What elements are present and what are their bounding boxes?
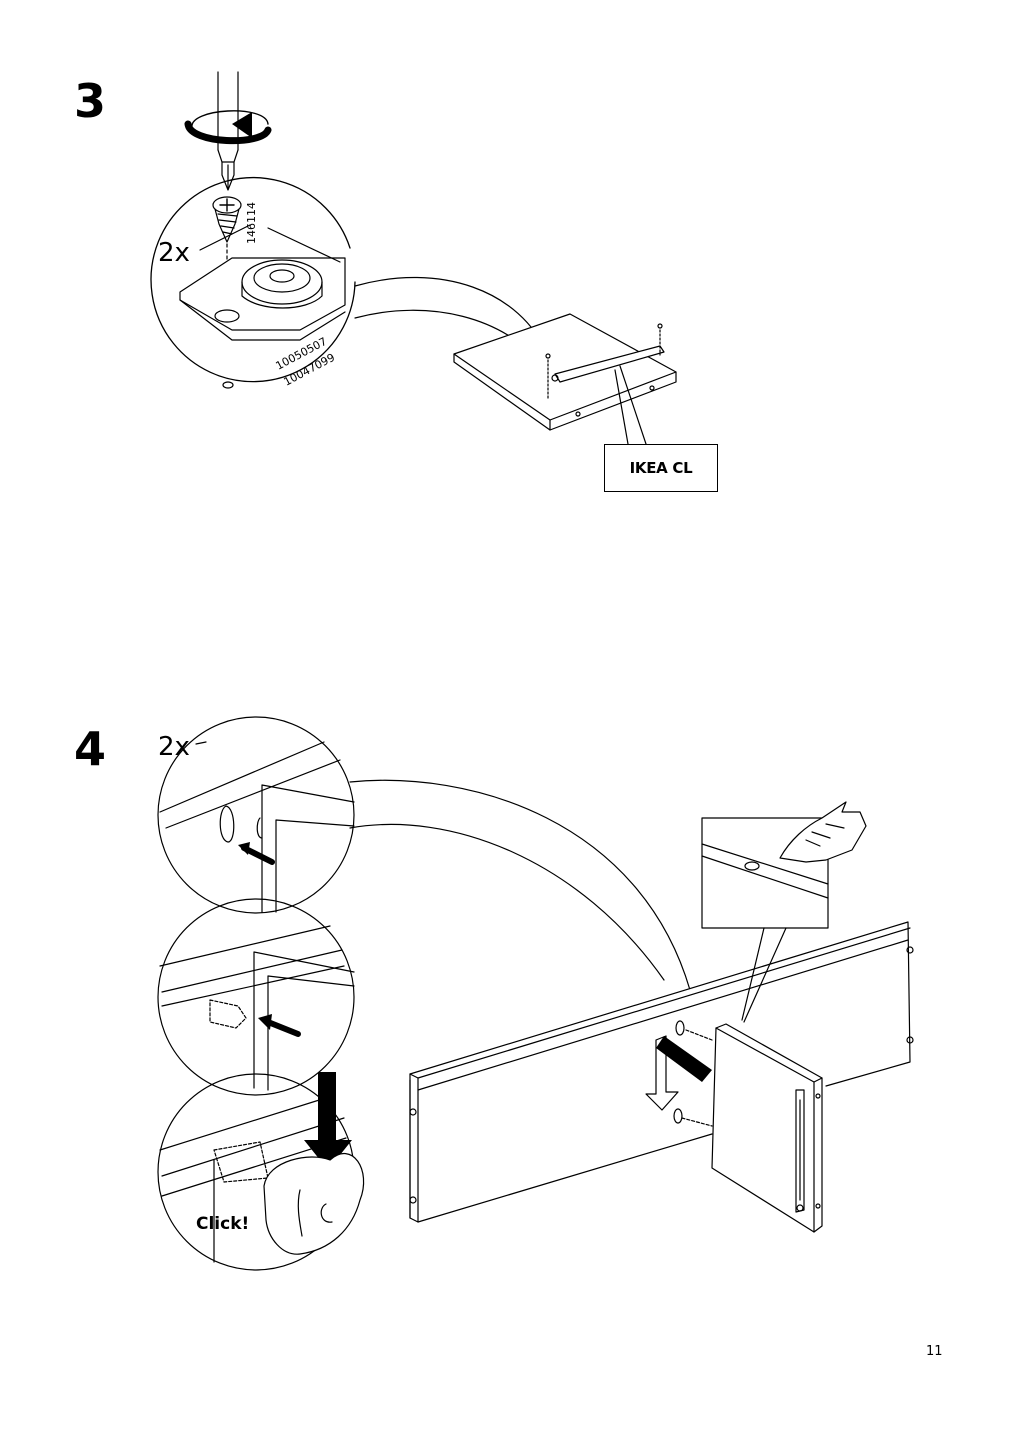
detail-circle-glide [150, 177, 356, 389]
page-number: 11 [926, 1344, 943, 1359]
callout-curve [349, 779, 691, 991]
rotate-arrow-icon [184, 110, 272, 145]
product-label: IKEA CL [604, 444, 718, 492]
pressing-hand-icon [779, 801, 867, 863]
step-4-number: 4 [74, 722, 107, 776]
step-4-quantity: 2x [158, 732, 190, 762]
detail-circle-click [157, 1072, 365, 1271]
screw-icon [212, 196, 242, 243]
down-arrow-icon [645, 1035, 712, 1111]
screw-part-number: 146114 [245, 202, 258, 244]
callout-curve [349, 823, 665, 981]
step-3-number: 3 [74, 74, 107, 128]
side-panel [711, 1023, 823, 1233]
step-3-quantity: 2x [158, 238, 190, 268]
detail-circle-slide [157, 898, 355, 1096]
label-pointer [614, 365, 647, 445]
detail-circle-hook [157, 716, 355, 914]
back-panel [409, 921, 914, 1223]
screwdriver-icon [217, 71, 239, 191]
panel-with-glides [453, 313, 677, 431]
click-text: Click! [196, 1214, 250, 1234]
